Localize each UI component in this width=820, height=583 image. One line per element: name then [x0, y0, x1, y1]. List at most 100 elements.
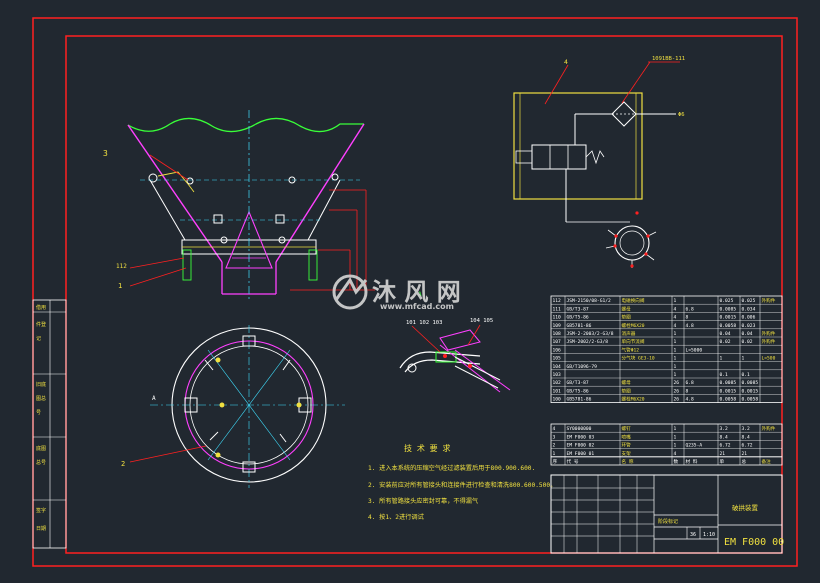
parts-top-cell: 4 — [674, 323, 677, 329]
parts-bottom-cell: 4 — [553, 426, 556, 432]
parts-top-cell: 0.034 — [742, 306, 756, 312]
parts-top-cell: JSM-2002/2-G3/8 — [567, 339, 609, 345]
parts-header-cell: 备注 — [762, 458, 772, 465]
scale: 1:10 — [703, 532, 715, 538]
parts-top-cell: 1 — [674, 331, 677, 337]
tech-item-2: 2. 安装前应对所有管接头和连接件进行检查和清洗800.600.500。 — [368, 481, 556, 489]
watermark-brand: 沐 风 网 — [372, 278, 461, 306]
section-mark-a: A — [418, 291, 422, 298]
parts-header-cell: 数 — [674, 458, 679, 465]
parts-top-cell: 105 — [553, 356, 562, 362]
hopper-front-view: 3 112 1 A — [103, 110, 422, 300]
parts-top-cell: 111 — [553, 306, 562, 312]
parts-header-cell: 单 — [720, 458, 725, 465]
parts-top-cell: 4.8 — [686, 323, 695, 329]
detail-label-2: 104 105 — [470, 318, 493, 324]
parts-bottom-cell: EM F000 02 — [567, 443, 595, 449]
parts-top-cell: 0.0015 — [742, 388, 759, 394]
parts-top-cell: 0.025 — [742, 298, 756, 304]
parts-top-cell: 4 — [674, 315, 677, 321]
tech-item-1: 1. 进入本系统的压缩空气经过滤装置后用于800.900.600. — [368, 464, 535, 472]
parts-header-row: 序代 号名 称数材 料单总备注 — [553, 458, 772, 465]
parts-top-cell: 100 — [553, 397, 562, 403]
parts-bottom-cell: 外购件 — [762, 425, 776, 432]
callout-1: 1 — [118, 282, 122, 290]
parts-top-cell: 101 — [553, 388, 562, 394]
parts-top-cell: 垫圈 — [622, 387, 632, 394]
parts-top-cell: 1 — [674, 347, 677, 353]
parts-bottom-cell: 2 — [553, 443, 556, 449]
callout-112: 112 — [116, 263, 127, 270]
parts-top-cell: GB/T1096-79 — [567, 364, 598, 370]
parts-top-cell: 26 — [674, 380, 680, 386]
parts-top-cell: 1 — [674, 364, 677, 370]
parts-header-cell: 序 — [553, 458, 558, 465]
parts-bottom-cell: 8.4 — [742, 434, 751, 440]
technical-requirements: 技 术 要 求 1. 进入本系统的压缩空气经过滤装置后用于800.900.600… — [368, 443, 556, 521]
parts-top-cell: GB/T5-86 — [567, 388, 589, 394]
parts-top-cell: 螺栓M6X20 — [622, 322, 645, 329]
parts-top-cell: 螺母 — [622, 379, 632, 386]
parts-bottom-cell: 6.72 — [720, 443, 731, 449]
parts-top-cell: 104 — [553, 364, 562, 370]
strip-label-6: 底图 — [36, 445, 46, 452]
parts-bottom-cell: 21 — [720, 451, 726, 457]
ring-top-view: 2 A — [121, 325, 345, 488]
parts-top-cell: L=500 — [762, 356, 776, 362]
parts-top-cell: 1 — [674, 372, 677, 378]
parts-top-cell: JSM-2150/08-G1/2 — [567, 298, 611, 304]
parts-bottom-cell: 喷嘴 — [622, 433, 632, 440]
parts-top-cell: 外购件 — [762, 297, 776, 304]
parts-top-cell: 0.02 — [720, 339, 731, 345]
strip-label-9: 日期 — [36, 526, 46, 532]
strip-label-4: 图总 — [36, 395, 46, 402]
parts-top-cell: 1 — [674, 298, 677, 304]
parts-top-cell: 4.8 — [686, 397, 695, 403]
parts-top-cell: 分气块 GE3-10 — [622, 355, 655, 362]
parts-top-cell: 0.006 — [742, 315, 756, 321]
hopper-top-wave — [127, 117, 364, 133]
pneumatic-schematic: 4 1091BB-111 Φ6 — [513, 56, 685, 268]
parts-top-cell: JSM-2-2003/2-G3/8 — [567, 331, 614, 337]
parts-top-cell: 4 — [674, 306, 677, 312]
callout-4: 4 — [564, 58, 568, 66]
parts-top-cell: 1 — [720, 356, 723, 362]
parts-bottom-cell: 21 — [742, 451, 748, 457]
drawing-name: 破拱装置 — [732, 503, 759, 512]
left-revision-strip: 借用 件登 记 旧底 图总 号 底图 总号 签字 日期 — [32, 299, 67, 549]
parts-header-border — [550, 456, 783, 466]
strip-label-1: 件登 — [36, 321, 46, 328]
title-block: 破拱装置 EM F000 00 阶段标记 36 1:10 — [550, 474, 784, 554]
parts-bottom-cell: 3.2 — [720, 426, 729, 432]
parts-top-cell: 0.04 — [742, 331, 753, 337]
watermark-url: www.mfcad.com — [380, 302, 454, 311]
inner-frame — [65, 35, 783, 554]
parts-top-cell: 电磁换向阀 — [622, 297, 645, 304]
parts-top-cell: 0.0058 — [742, 397, 759, 403]
tech-title: 技 术 要 求 — [404, 443, 450, 453]
parts-header-cell: 代 号 — [567, 458, 579, 465]
parts-top-cell: 8 — [686, 388, 689, 394]
strip-label-5: 号 — [36, 410, 41, 416]
parts-bottom-cell: EM F000 01 — [567, 451, 595, 457]
drawing-number: EM F000 00 — [724, 537, 784, 548]
callout-2: 2 — [121, 460, 125, 468]
outer-frame — [32, 17, 798, 567]
parts-bottom-cell: 1 — [674, 426, 677, 432]
parts-top-cell: 单向节流阀 — [622, 338, 645, 345]
parts-bottom-cell: 3 — [553, 434, 556, 440]
parts-top-cell: 0.0085 — [720, 306, 737, 312]
parts-top-cell: 112 — [553, 298, 562, 304]
